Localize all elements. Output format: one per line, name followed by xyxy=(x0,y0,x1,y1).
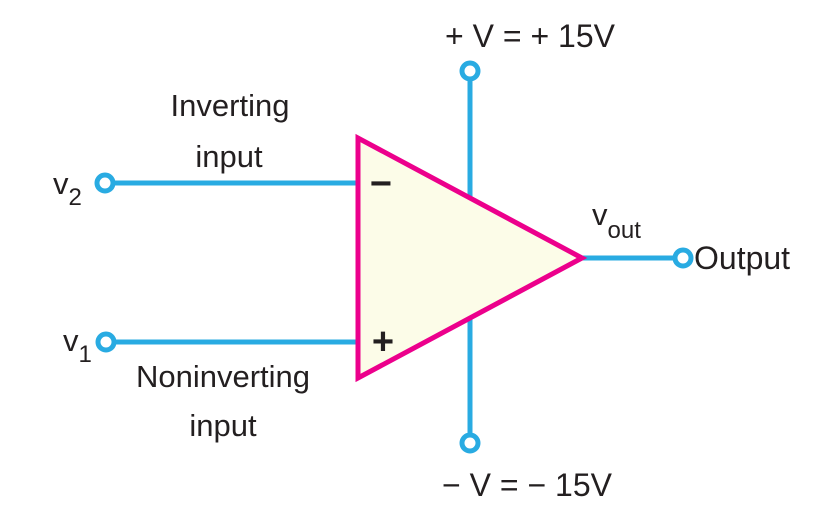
output-label: Output xyxy=(694,240,790,276)
negative-supply-terminal xyxy=(459,432,481,454)
inverting-pin-sign-label: − xyxy=(370,163,392,205)
v2-label-subscript: 2 xyxy=(69,184,82,211)
v1-label: v1 xyxy=(63,323,92,368)
positive-supply-terminal xyxy=(459,60,481,82)
v2-label-symbol: v xyxy=(53,166,69,201)
v2-terminal xyxy=(94,172,116,194)
positive-supply-label: + V = + 15V xyxy=(445,18,616,54)
vout-label: vout xyxy=(592,197,641,244)
vout-label-symbol: v xyxy=(592,197,608,232)
inverting-input-caption-line1: Inverting xyxy=(171,88,290,123)
negative-supply-label: − V = − 15V xyxy=(442,467,613,503)
inverting-input-caption-line2: input xyxy=(195,139,263,174)
v1-label-symbol: v xyxy=(63,323,79,358)
opamp-triangle xyxy=(355,133,588,383)
v1-label-subscript: 1 xyxy=(79,341,92,368)
v2-label: v2 xyxy=(53,166,82,211)
vout-label-subscript: out xyxy=(608,217,642,244)
noninverting-input-caption-line1: Noninverting xyxy=(136,359,310,394)
noninverting-pin-sign-label: + xyxy=(372,321,394,363)
noninverting-input-caption-line2: input xyxy=(189,408,257,443)
output-terminal xyxy=(672,247,694,269)
v1-terminal xyxy=(95,331,117,353)
